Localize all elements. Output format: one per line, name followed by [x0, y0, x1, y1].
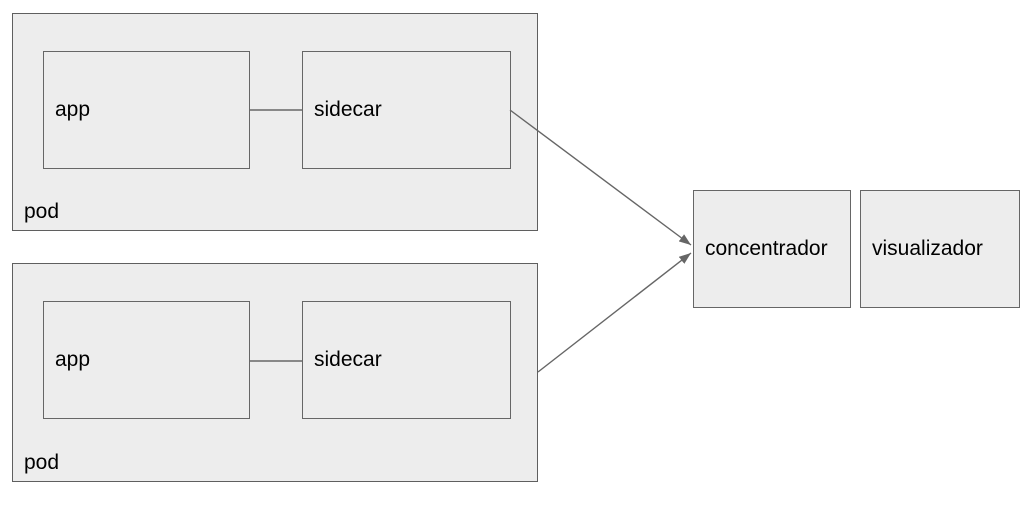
sidecar-node-1-label: sidecar: [314, 98, 382, 121]
pod-1-container: app sidecar pod: [12, 13, 538, 231]
sidecar-node-1: sidecar: [302, 51, 511, 169]
concentrator-node-label: concentrador: [705, 237, 828, 260]
visualizer-node: visualizador: [860, 190, 1020, 308]
app-node-2-label: app: [55, 348, 91, 371]
app-node-2: app: [43, 301, 250, 419]
arrow-pod2-to-concentrator: [537, 252, 692, 373]
pod-2-label: pod: [24, 451, 60, 474]
pod-1-label: pod: [24, 200, 60, 223]
visualizer-node-label: visualizador: [872, 237, 983, 260]
sidecar-node-2-label: sidecar: [314, 348, 382, 371]
pod-2-container: app sidecar pod: [12, 263, 538, 482]
sidecar-node-2: sidecar: [302, 301, 511, 419]
app-node-1: app: [43, 51, 250, 169]
app-node-1-label: app: [55, 98, 91, 121]
concentrator-node: concentrador: [693, 190, 851, 308]
